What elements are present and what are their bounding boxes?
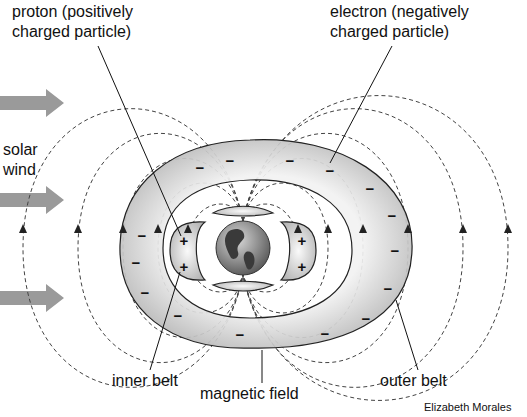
inner-belt-lobe <box>213 206 273 216</box>
charge-sign: − <box>286 153 295 168</box>
field-arrow <box>119 224 127 233</box>
field-arrows <box>19 224 512 233</box>
field-arrow <box>404 224 412 233</box>
charge-sign: − <box>174 308 183 323</box>
inner-belt-lobe <box>213 281 273 291</box>
leader-line <box>396 300 418 370</box>
field-lines <box>23 96 508 401</box>
charge-sign: − <box>326 163 335 178</box>
earth-continent <box>244 252 255 270</box>
charge-sign: + <box>180 233 189 248</box>
solar-wind-arrow <box>0 186 64 214</box>
leader-line <box>262 350 263 383</box>
field-arrow <box>324 224 332 233</box>
leader-line <box>330 46 392 163</box>
charge-sign: − <box>226 153 235 168</box>
charge-sign: − <box>236 327 245 342</box>
charge-sign: + <box>298 233 307 248</box>
field-arrow <box>74 224 82 233</box>
charge-sign: − <box>366 181 375 196</box>
solar-wind-arrow <box>0 89 64 117</box>
charge-sign: − <box>321 326 330 341</box>
inner-belt <box>170 206 316 291</box>
callout-label: magnetic field <box>200 384 340 404</box>
leader-line <box>98 46 181 236</box>
inner-belt-lobe <box>170 222 205 280</box>
callout-label: solar wind <box>3 140 58 179</box>
field-arrow <box>359 224 367 233</box>
earth <box>216 221 270 275</box>
charge-sign: − <box>141 285 150 300</box>
field-arrow <box>504 224 512 233</box>
charge-sign: − <box>132 255 141 270</box>
charge-sign: − <box>362 311 371 326</box>
charge-sign: − <box>196 160 205 175</box>
callout-label: inner belt <box>112 371 212 391</box>
leader-lines <box>98 46 418 383</box>
callout-label: outer belt <box>380 371 480 391</box>
field-arrow <box>459 224 467 233</box>
charge-sign: − <box>138 228 147 243</box>
charge-sign: − <box>384 281 393 296</box>
inner-belt-lobe <box>281 222 316 280</box>
charge-sign: + <box>298 259 307 274</box>
earth-continent <box>225 229 244 259</box>
charge-sign: + <box>180 259 189 274</box>
charge-sign: − <box>391 243 400 258</box>
field-arrow <box>19 224 27 233</box>
field-arrow <box>154 224 162 233</box>
outer-belt <box>120 140 412 348</box>
charge-sign: − <box>388 208 397 223</box>
callout-label: electron (negatively charged particle) <box>330 2 520 41</box>
callout-label: proton (positively charged particle) <box>12 2 172 41</box>
credit-text: Elizabeth Morales <box>424 401 526 414</box>
